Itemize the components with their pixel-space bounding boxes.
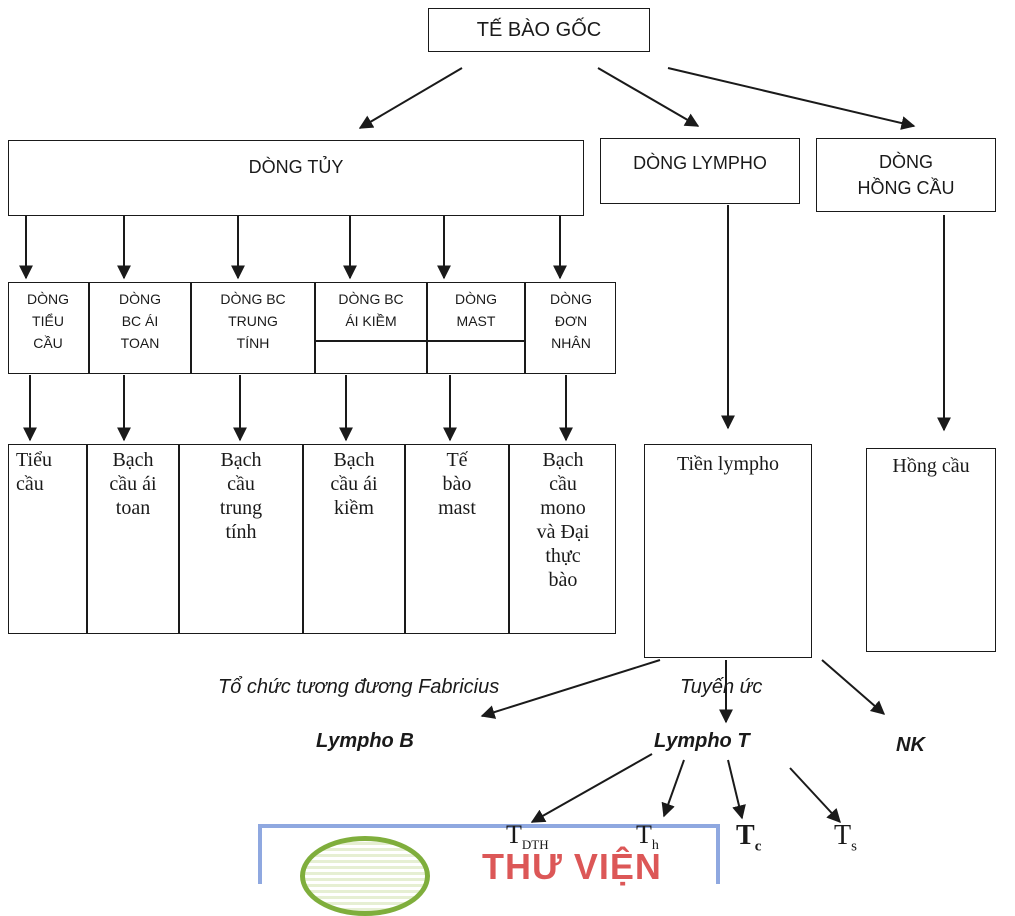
watermark-frame <box>258 824 720 884</box>
arrow-to-nk <box>821 659 886 715</box>
cell-basophil: Bạch cầu ái kiềm <box>330 449 378 519</box>
erythroid-lineage-label-line1: DÒNG <box>879 152 933 172</box>
line-basophil: DÒNG BC ÁI KIỀM <box>338 291 404 329</box>
myeloid-lineage-box: DÒNG TỦY <box>8 140 584 216</box>
cell-platelet: Tiểu cầu <box>16 449 52 495</box>
mature-cells-table <box>8 444 616 634</box>
myeloid-lines-row <box>8 282 616 374</box>
arrow-root-lymphoid <box>597 67 700 127</box>
t-subset-dth: TDTH <box>506 820 549 853</box>
lympho-b-label: Lympho B <box>316 730 414 752</box>
arrow-to-lympho-b <box>480 659 661 719</box>
pre-lymphocyte-label: Tiền lympho <box>676 453 780 475</box>
cell-eosinophil: Bạch cầu ái toan <box>109 449 157 519</box>
line-mast: DÒNG MAST <box>455 291 497 329</box>
erythrocyte-label: Hồng cầu <box>892 455 970 477</box>
line-eosinophil: DÒNG BC ÁI TOAN <box>119 291 161 351</box>
arrow-root-erythroid <box>667 67 916 130</box>
connector-arrows <box>19 67 951 824</box>
t-subset-cytotoxic: Tc <box>736 820 762 855</box>
nk-label: NK <box>896 734 925 756</box>
cell-mast: Tế bào mast <box>438 449 476 519</box>
lymphoid-lineage-label: DÒNG LYMPHO <box>633 153 767 173</box>
erythrocyte-box: Hồng cầu <box>866 448 996 652</box>
line-mononuclear: DÒNG ĐƠN NHÂN <box>550 291 592 351</box>
cell-neutrophil: Bạch cầu trung tính <box>219 449 263 543</box>
cell-monocyte-macrophage: Bạch cầu mono và Đại thực bào <box>536 449 590 591</box>
myeloid-lineage-label: DÒNG TỦY <box>248 157 344 177</box>
arrow-root-myeloid <box>358 67 463 129</box>
watermark-logo-icon <box>300 836 430 916</box>
t-subset-helper: Th <box>636 820 659 854</box>
stem-cell-box: TẾ BÀO GỐC <box>428 8 650 52</box>
stem-cell-label: TẾ BÀO GỐC <box>476 18 602 41</box>
t-subset-suppressor: Ts <box>834 820 857 855</box>
fabricius-label: Tổ chức tương đương Fabricius <box>218 676 500 698</box>
line-platelet: DÒNG TIỂU CẦU <box>27 291 69 351</box>
lymphoid-lineage-box: DÒNG LYMPHO <box>600 138 800 204</box>
thymus-label: Tuyến ức <box>680 676 763 698</box>
lympho-t-label: Lympho T <box>654 730 750 752</box>
line-neutrophil: DÒNG BC TRUNG TÍNH <box>220 291 286 351</box>
pre-lymphocyte-box: Tiền lympho <box>644 444 812 658</box>
erythroid-lineage-box: DÒNG HỒNG CẦU <box>816 138 996 212</box>
erythroid-lineage-label-line2: HỒNG CẦU <box>857 178 955 198</box>
